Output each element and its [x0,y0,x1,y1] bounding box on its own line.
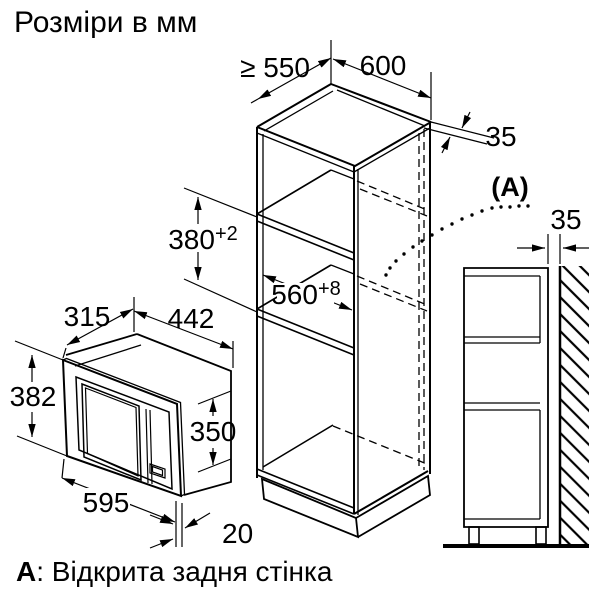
microwave-dimensions [14,297,234,549]
niche-width-value: 560 [271,279,318,310]
dim-mw-frame-width-label: 595 [83,487,130,518]
niche-height-tolerance: +2 [215,223,238,245]
tall-cabinet-isometric [256,83,432,539]
open-back-leader-dots [384,204,530,277]
dim-min-depth-label: ≥ 550 [240,52,310,83]
dim-mw-body-height [197,390,232,473]
microwave-control-strip [145,408,153,485]
dim-panel-thickness-label: 35 [485,121,516,152]
dim-mw-body-width [133,310,234,368]
dim-mw-overlap-label: 20 [222,518,253,549]
dim-niche-height-label: 380+2 [168,223,238,255]
footnote-text: : Відкрита задня стінка [36,556,333,587]
niche-height-value: 380 [168,224,215,255]
page-title: Розміри в мм [14,6,197,39]
dim-mw-body-height-label: 350 [190,416,237,447]
cabinet-top-face [256,83,432,173]
cabinet-vertical-edges [256,122,431,515]
dim-mw-frame-width [61,458,176,523]
dim-width-label: 600 [360,50,407,81]
open-back-ref-label: (А) [491,172,528,202]
microwave-isometric [61,333,232,498]
dim-min-depth [250,40,332,104]
side-view-shelves [464,275,541,520]
footnote: А: Відкрита задня стінка [16,556,333,587]
cabinet-shelf-upper [256,169,428,261]
cabinet-floor [256,424,429,515]
dim-wall-gap-label: 35 [550,204,581,235]
niche-width-tolerance: +8 [318,278,341,300]
dim-niche-height [183,187,258,313]
dim-panel-thickness [423,111,495,154]
microwave-front-frame [61,357,186,498]
wall-hatch [561,266,589,546]
dim-mw-overlap [149,501,211,549]
dim-wall-gap [517,234,589,264]
dim-mw-depth-label: 315 [64,301,111,332]
cabinet-dimensions [183,40,530,313]
dim-mw-body-width-label: 442 [168,303,215,334]
cabinet-plinth [260,474,431,539]
dim-mw-frame-height [14,340,68,457]
dim-width [332,58,432,120]
dim-niche-width-label: 560+8 [271,278,341,310]
dim-niche-width [262,274,353,311]
microwave-body [65,333,232,496]
dim-mw-frame-height-label: 382 [10,381,57,412]
open-back-hidden-edges [418,129,425,470]
footnote-ref: А [16,556,36,587]
side-view-feet [468,526,547,545]
cabinet-side-view [443,234,589,548]
